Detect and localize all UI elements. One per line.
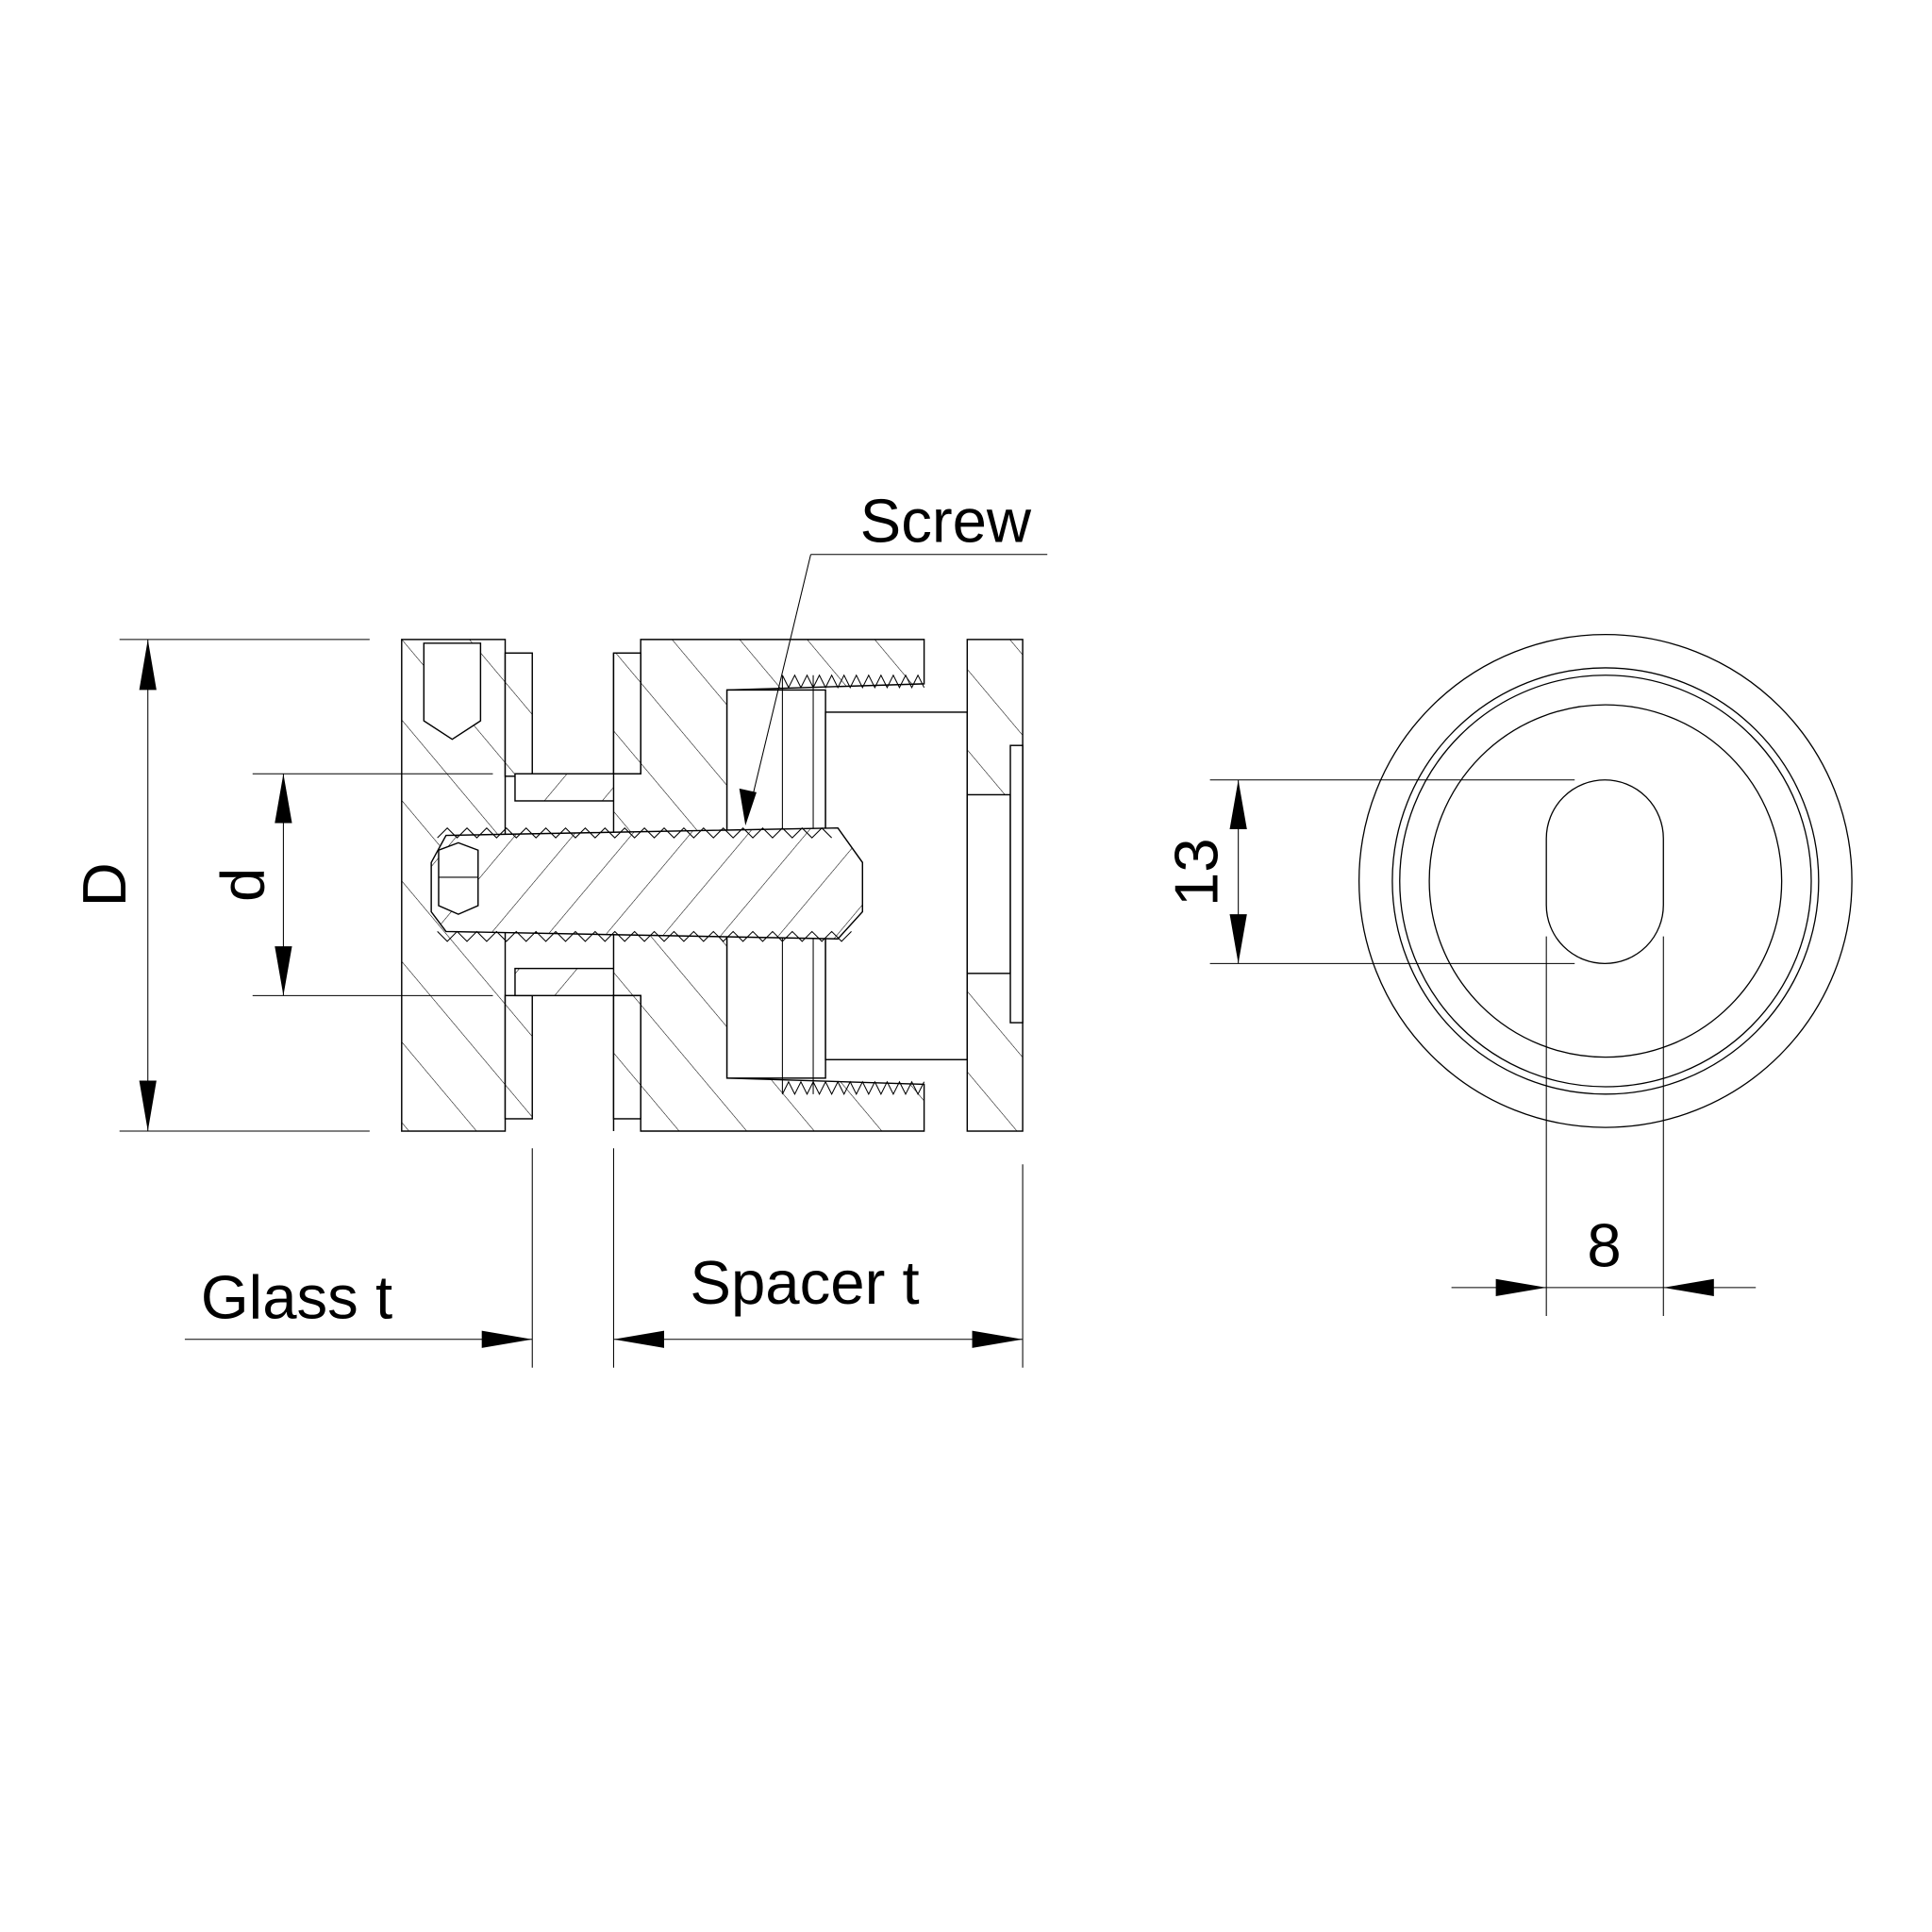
glass-thickness-label: Glass t [201,1263,392,1332]
outer-circle [1357,633,1853,1128]
gasket-bottom [504,994,533,1120]
end-view: 13 8 [1161,633,1853,1316]
slot [1545,779,1664,965]
screw [430,826,864,940]
section-view: Screw D d Glass t Spacer t [70,487,1048,1368]
spacer-gasket-top [612,652,641,774]
screw-leader [747,554,811,816]
screw-label: Screw [860,487,1032,556]
inner-diameter-label: d [208,868,277,902]
outer-diameter-label: D [70,862,139,907]
hex-socket [438,841,479,915]
slot-width-label: 8 [1587,1211,1621,1280]
spacer-thickness-label: Spacer t [690,1248,919,1317]
set-screw-hole [423,642,482,741]
slot-length-label: 13 [1161,838,1230,907]
thread-top [781,674,925,689]
gasket-top [504,652,533,777]
thread-bottom [781,1080,925,1096]
spacer-gasket-bottom [612,994,641,1120]
leader-arrow [739,788,757,826]
